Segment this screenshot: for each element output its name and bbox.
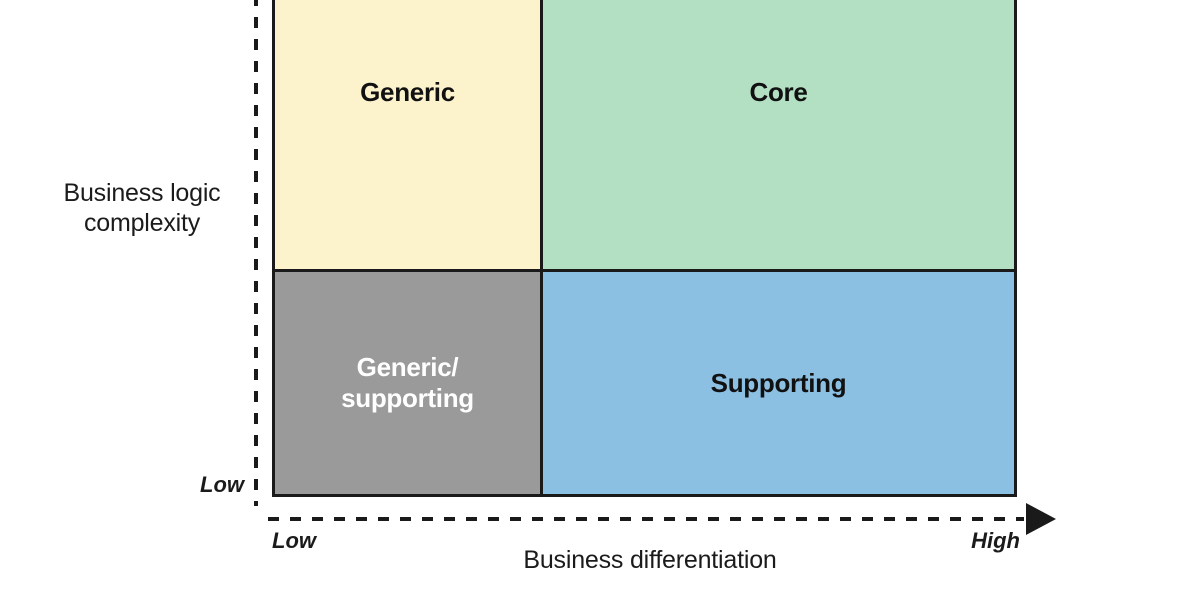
x-axis-title: Business differentiation — [523, 546, 777, 574]
quadrant-supporting[interactable]: Supporting — [543, 272, 1014, 494]
quadrant-generic-supporting-label: Generic/ supporting — [341, 352, 474, 413]
quadrant-generic-label: Generic — [360, 77, 455, 107]
y-axis-low-tick-label: Low — [200, 472, 244, 497]
y-axis-title: Business logic complexity — [63, 179, 221, 237]
x-axis-low-tick-label: Low — [272, 528, 316, 553]
quadrant-generic-supporting[interactable]: Generic/ supporting — [275, 272, 543, 494]
x-axis-high-tick-label: High — [971, 528, 1020, 553]
x-axis-arrowhead-icon — [1026, 503, 1056, 535]
quadrant-core-label: Core — [749, 77, 808, 107]
quadrant-grid: Generic Core Generic/ supporting Support… — [272, 0, 1017, 497]
quadrant-core[interactable]: Core — [543, 0, 1014, 272]
quadrant-supporting-label: Supporting — [710, 367, 847, 398]
quadrant-generic[interactable]: Generic — [275, 0, 543, 272]
